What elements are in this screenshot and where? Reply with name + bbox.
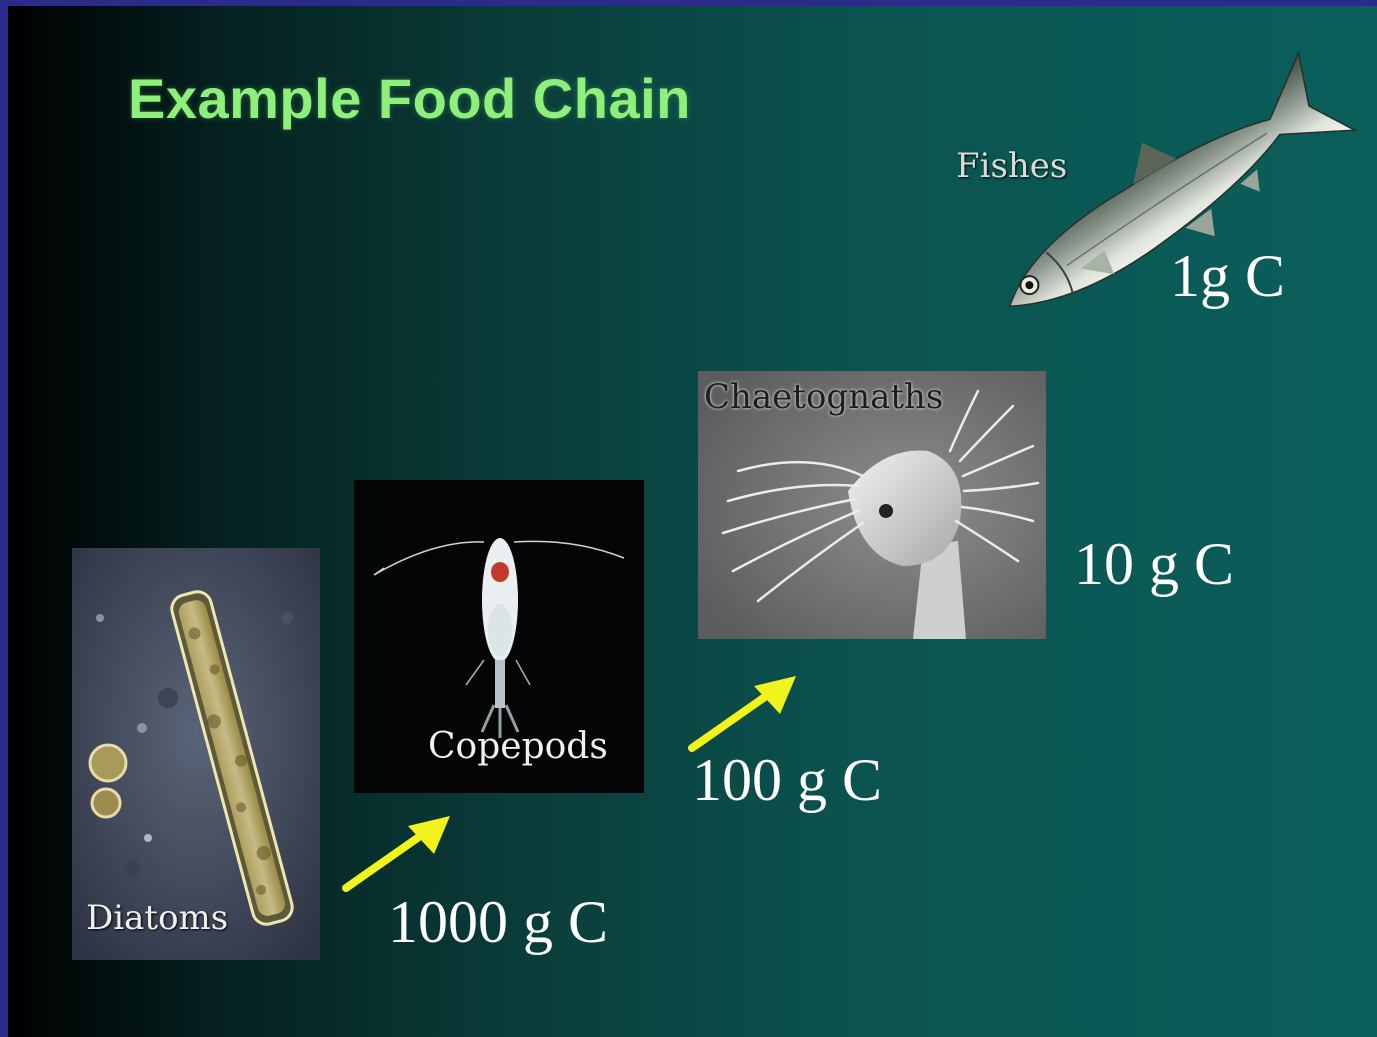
arrow-icon xyxy=(338,808,458,898)
copepods-mass: 100 g C xyxy=(692,746,882,815)
chaetognaths-mass: 10 g C xyxy=(1074,530,1234,599)
slide-title: Example Food Chain xyxy=(128,66,691,131)
fishes-mass: 1g C xyxy=(1170,242,1285,311)
diatoms-mass: 1000 g C xyxy=(388,888,608,957)
fish-illustration: Fishes xyxy=(938,34,1377,344)
slide: Example Food Chain xyxy=(8,6,1377,1037)
arrow-icon xyxy=(684,668,804,758)
copepod-photo: Copepods xyxy=(354,480,644,793)
fishes-label: Fishes xyxy=(956,146,1067,186)
chaetognath-photo: Chaetognaths xyxy=(698,371,1046,639)
copepods-label: Copepods xyxy=(428,726,608,767)
chaetognaths-label: Chaetognaths xyxy=(704,377,943,417)
diatoms-label: Diatoms xyxy=(86,898,228,938)
diatom-photo: Diatoms xyxy=(72,548,320,960)
